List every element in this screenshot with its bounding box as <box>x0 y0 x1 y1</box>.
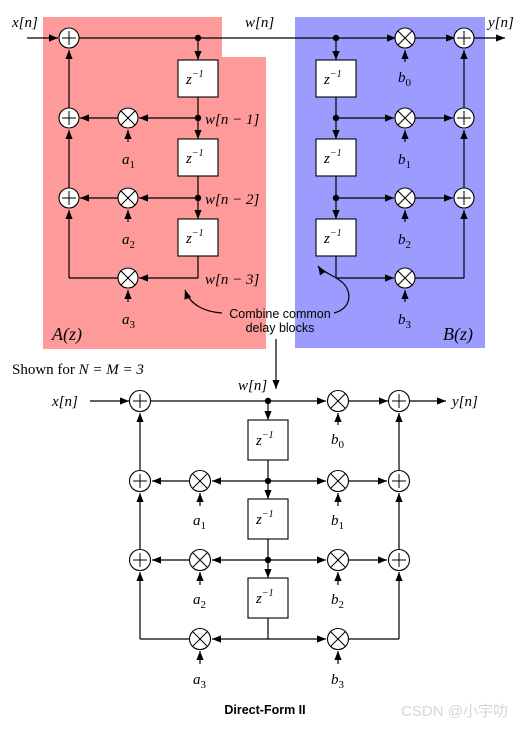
junction-dot <box>332 34 340 42</box>
svg-text:z−1: z−1 <box>255 588 274 607</box>
junction-dot <box>194 194 202 202</box>
label-b2: b2 <box>398 232 411 251</box>
adder-nodes <box>58 27 475 572</box>
junction-dot <box>194 34 202 42</box>
multiplier-node <box>188 469 212 493</box>
label-w-n-1: w[n − 1] <box>205 112 259 128</box>
delay-block: z−1 <box>177 138 219 177</box>
multiplier-node <box>117 107 139 129</box>
combine-note-line2: delay blocks <box>246 321 315 335</box>
multiplier-node <box>394 187 416 209</box>
bottom-signal-wires <box>90 397 446 664</box>
adder-node <box>128 469 152 493</box>
label-y-n: y[n] <box>450 394 478 410</box>
label-A-of-z: A(z) <box>51 324 82 345</box>
figure-title: Direct-Form II <box>224 703 305 717</box>
adder-node <box>58 27 80 49</box>
junction-dot <box>332 194 340 202</box>
multiplier-node <box>188 627 212 651</box>
label-w-n-3: w[n − 3] <box>205 272 259 288</box>
multiplier-node <box>326 389 350 413</box>
label-x-n: x[n] <box>51 394 78 410</box>
junction-dot <box>332 114 340 122</box>
label-w-n: w[n] <box>245 15 274 31</box>
multiplier-node <box>394 27 416 49</box>
adder-node <box>128 389 152 413</box>
top-signal-wires <box>27 34 505 389</box>
adder-node <box>128 548 152 572</box>
delay-boxes: z−1 z−1 z−1 z−1 z−1 z−1 z−1 z−1 <box>177 59 357 619</box>
label-a1: a1 <box>122 152 135 171</box>
multiplier-node <box>394 107 416 129</box>
svg-text:z−1: z−1 <box>323 148 342 167</box>
multiplier-node <box>326 627 350 651</box>
label-b3: b3 <box>398 312 412 331</box>
adder-node <box>453 187 475 209</box>
svg-text:z−1: z−1 <box>255 430 274 449</box>
svg-text:z−1: z−1 <box>323 228 342 247</box>
label-y-n: y[n] <box>486 15 514 31</box>
watermark: CSDN @小宇叻 <box>401 703 508 720</box>
label-b0: b0 <box>331 432 345 451</box>
multiplier-node <box>326 548 350 572</box>
label-b1: b1 <box>331 513 344 532</box>
label-b2: b2 <box>331 592 344 611</box>
section-a-background <box>43 17 266 349</box>
svg-text:z−1: z−1 <box>185 228 204 247</box>
adder-node <box>387 389 411 413</box>
label-b0: b0 <box>398 70 412 89</box>
adder-node <box>58 107 80 129</box>
label-w-n-2: w[n − 2] <box>205 192 259 208</box>
junction-dots <box>194 34 340 564</box>
junction-dot <box>194 114 202 122</box>
adder-node <box>453 27 475 49</box>
adder-node <box>387 469 411 493</box>
label-a2: a2 <box>122 232 135 251</box>
adder-node <box>58 187 80 209</box>
label-a3: a3 <box>122 312 136 331</box>
label-a1: a1 <box>193 513 206 532</box>
label-b3: b3 <box>331 672 345 691</box>
combine-note-line1: Combine common <box>229 307 330 321</box>
bottom-labels: x[n] w[n] y[n] a1 a2 a3 b0 b1 b2 b3 Dire… <box>51 378 508 720</box>
multiplier-node <box>117 267 139 289</box>
junction-dot <box>264 477 272 485</box>
multiplier-nodes <box>117 27 416 651</box>
multiplier-node <box>326 469 350 493</box>
junction-dot <box>264 397 272 405</box>
svg-text:z−1: z−1 <box>255 509 274 528</box>
junction-dot <box>264 556 272 564</box>
multiplier-node <box>117 187 139 209</box>
shown-for-note: Shown for N = M = 3 <box>12 362 144 378</box>
adder-node <box>453 107 475 129</box>
label-b1: b1 <box>398 152 411 171</box>
label-a3: a3 <box>193 672 207 691</box>
multiplier-node <box>188 548 212 572</box>
delay-block: z−1 <box>315 218 357 257</box>
multiplier-node <box>394 267 416 289</box>
delay-block: z−1 <box>177 59 219 98</box>
adder-node <box>387 548 411 572</box>
top-labels: x[n] w[n] y[n] w[n − 1] w[n − 2] w[n − 3… <box>11 15 514 378</box>
delay-block: z−1 <box>315 138 357 177</box>
delay-block: z−1 <box>247 419 289 461</box>
delay-block: z−1 <box>247 577 289 619</box>
label-w-n: w[n] <box>238 378 267 394</box>
svg-text:z−1: z−1 <box>185 69 204 88</box>
svg-text:z−1: z−1 <box>323 69 342 88</box>
label-B-of-z: B(z) <box>443 324 473 345</box>
delay-block: z−1 <box>177 218 219 257</box>
delay-block: z−1 <box>247 498 289 540</box>
delay-block: z−1 <box>315 59 357 98</box>
label-x-n: x[n] <box>11 15 38 31</box>
svg-text:z−1: z−1 <box>185 148 204 167</box>
label-a2: a2 <box>193 592 206 611</box>
